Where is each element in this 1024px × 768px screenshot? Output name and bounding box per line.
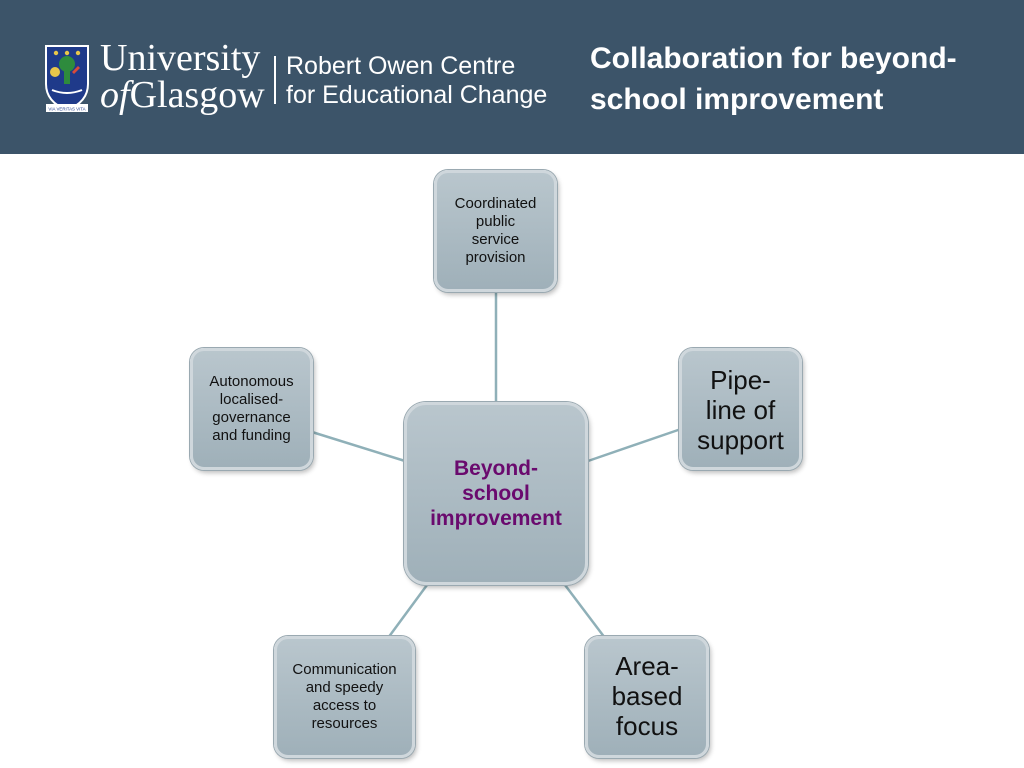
node-coordinated-public-service: Coordinated public service provision bbox=[434, 170, 557, 292]
node-communication-label: Communication and speedy access to resou… bbox=[292, 661, 397, 732]
connector-communication bbox=[386, 584, 429, 639]
centre-name: Robert Owen Centre for Educational Chang… bbox=[286, 52, 547, 110]
university-crest-icon: VIA VERITAS VITA bbox=[45, 45, 89, 112]
node-autonomous-governance: Autonomous localised- governance and fun… bbox=[190, 348, 313, 470]
node-area-label: Area- based focus bbox=[611, 651, 683, 741]
slide-title-line2: school improvement bbox=[590, 83, 884, 116]
connector-autonomous bbox=[311, 430, 406, 463]
connector-area bbox=[564, 584, 606, 639]
header-banner: VIA VERITAS VITA University ofGlasgow Ro… bbox=[0, 0, 1024, 154]
slide-title: Collaboration for beyond- school improve… bbox=[590, 38, 1020, 120]
centre-line2: for Educational Change bbox=[286, 81, 548, 109]
node-pipeline-label: Pipe- line of support bbox=[697, 365, 784, 455]
node-center-label: Beyond- school improvement bbox=[430, 457, 562, 530]
university-line2: ofGlasgow bbox=[100, 76, 265, 114]
logo-divider bbox=[274, 56, 276, 104]
node-communication-access: Communication and speedy access to resou… bbox=[274, 636, 415, 758]
node-area-based-focus: Area- based focus bbox=[585, 636, 709, 758]
centre-line1: Robert Owen Centre bbox=[286, 52, 516, 80]
node-coordinated-label: Coordinated public service provision bbox=[454, 195, 537, 266]
node-beyond-school-improvement: Beyond- school improvement bbox=[404, 402, 588, 585]
node-autonomous-label: Autonomous localised- governance and fun… bbox=[209, 373, 294, 444]
connector-pipeline bbox=[587, 427, 682, 463]
university-wordmark: University ofGlasgow bbox=[100, 37, 265, 114]
university-line1: University bbox=[100, 37, 261, 79]
university-glasgow: Glasgow bbox=[129, 74, 265, 116]
crest-motto: VIA VERITAS VITA bbox=[48, 107, 85, 112]
node-pipeline-of-support: Pipe- line of support bbox=[679, 348, 802, 470]
university-of: of bbox=[100, 74, 130, 116]
slide-title-line1: Collaboration for beyond- bbox=[590, 42, 957, 75]
